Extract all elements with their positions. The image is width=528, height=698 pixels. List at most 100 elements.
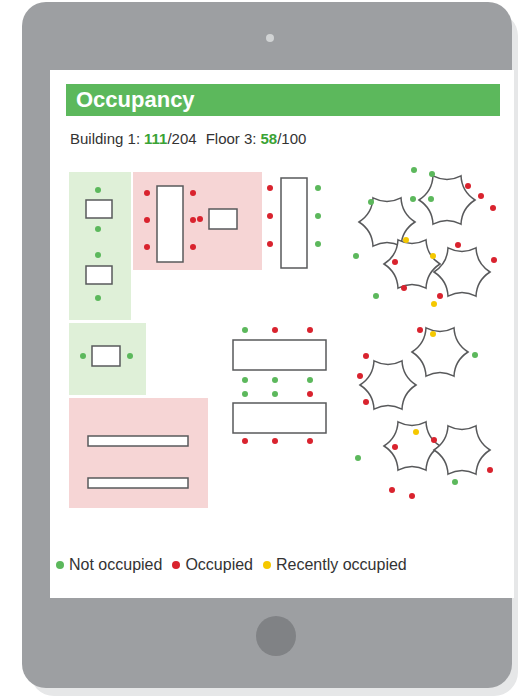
pod-desk [434,426,490,474]
status-label: Building 1: [70,130,140,147]
seat-dot [363,399,369,405]
free-zone [69,323,146,395]
seat-dot [401,285,407,291]
seat-dot [437,293,443,299]
seat-dot [127,353,133,359]
occupied-zone [69,398,208,508]
seat-dot [307,438,313,444]
desk [86,266,112,284]
seat-dot [95,252,101,258]
seat-dot [267,241,273,247]
seat-dot [190,244,196,250]
legend-item: Occupied [172,556,253,574]
seat-dot [363,353,369,359]
desk [233,403,326,433]
seat-dot [95,187,101,193]
count-value: 111 [144,130,167,147]
seat-dot [429,171,435,177]
seat-dot [95,226,101,232]
seat-dot [409,493,415,499]
seat-dot [272,377,278,383]
desk [86,200,112,218]
seat-dot [307,391,313,397]
desk [233,340,326,370]
occupied-zone [133,172,262,270]
seat-dot [411,167,417,173]
status-label: /204 [167,130,196,147]
header-bar: Occupancy [66,84,500,116]
pod-desk [360,361,416,409]
seat-dot [272,327,278,333]
tablet-shadow [30,12,518,696]
pod-desk [384,422,440,470]
seat-dot [307,327,313,333]
seat-dot [242,438,248,444]
count-value: 58 [261,130,278,147]
legend-swatch [172,561,180,569]
desk [281,178,307,268]
seat-dot [197,216,203,222]
seat-dot [144,217,150,223]
status-label: /100 [277,130,306,147]
seat-dot [410,196,416,202]
pod-desk [412,328,468,376]
seat-dot [267,185,273,191]
seat-dot [315,241,321,247]
seat-dot [392,259,398,265]
desk [157,186,183,262]
seat-dot [307,377,313,383]
seat-dot [472,352,478,358]
legend: Not occupied Occupied Recently occupied [56,556,417,574]
bench [88,478,188,488]
seat-dot [353,253,359,259]
seat-dot [190,190,196,196]
desk [92,346,120,366]
seat-dot [355,455,361,461]
pod-desk [384,240,440,288]
pod-desk [359,198,415,246]
seat-dot [478,193,484,199]
legend-text: Occupied [185,556,253,574]
legend-item: Recently occupied [263,556,407,574]
seat-dot [452,479,458,485]
seat-dot [417,327,423,333]
legend-text: Recently occupied [276,556,407,574]
floor-plan [69,167,497,508]
desk [209,209,237,229]
seat-dot [491,257,497,263]
seat-dot [413,429,419,435]
status-label: Floor 3: [206,130,257,147]
seat-dot [242,391,248,397]
legend-item: Not occupied [56,556,162,574]
seat-dot [490,205,496,211]
tablet-camera [266,34,274,42]
seat-dot [368,199,374,205]
status-line: Building 1:111/204 Floor 3:58/100 [70,130,306,147]
seat-dot [373,293,379,299]
seat-dot [455,242,461,248]
seat-dot [242,377,248,383]
seat-dot [430,253,436,259]
seat-dot [95,295,101,301]
seat-dot [267,213,273,219]
seat-dot [403,237,409,243]
seat-dot [144,190,150,196]
seat-dot [431,437,437,443]
seat-dot [315,185,321,191]
tablet-screen [50,70,514,598]
seat-dot [357,373,363,379]
seat-dot [80,353,86,359]
seat-dot [465,183,471,189]
seat-dot [430,331,436,337]
seat-dot [315,213,321,219]
legend-swatch [263,561,271,569]
seat-dot [428,196,434,202]
seat-dot [431,301,437,307]
legend-text: Not occupied [69,556,162,574]
seat-dot [144,244,150,250]
pod-desk [434,248,490,296]
seat-dot [272,391,278,397]
home-button [256,616,296,656]
seat-dot [392,444,398,450]
seat-dot [272,438,278,444]
